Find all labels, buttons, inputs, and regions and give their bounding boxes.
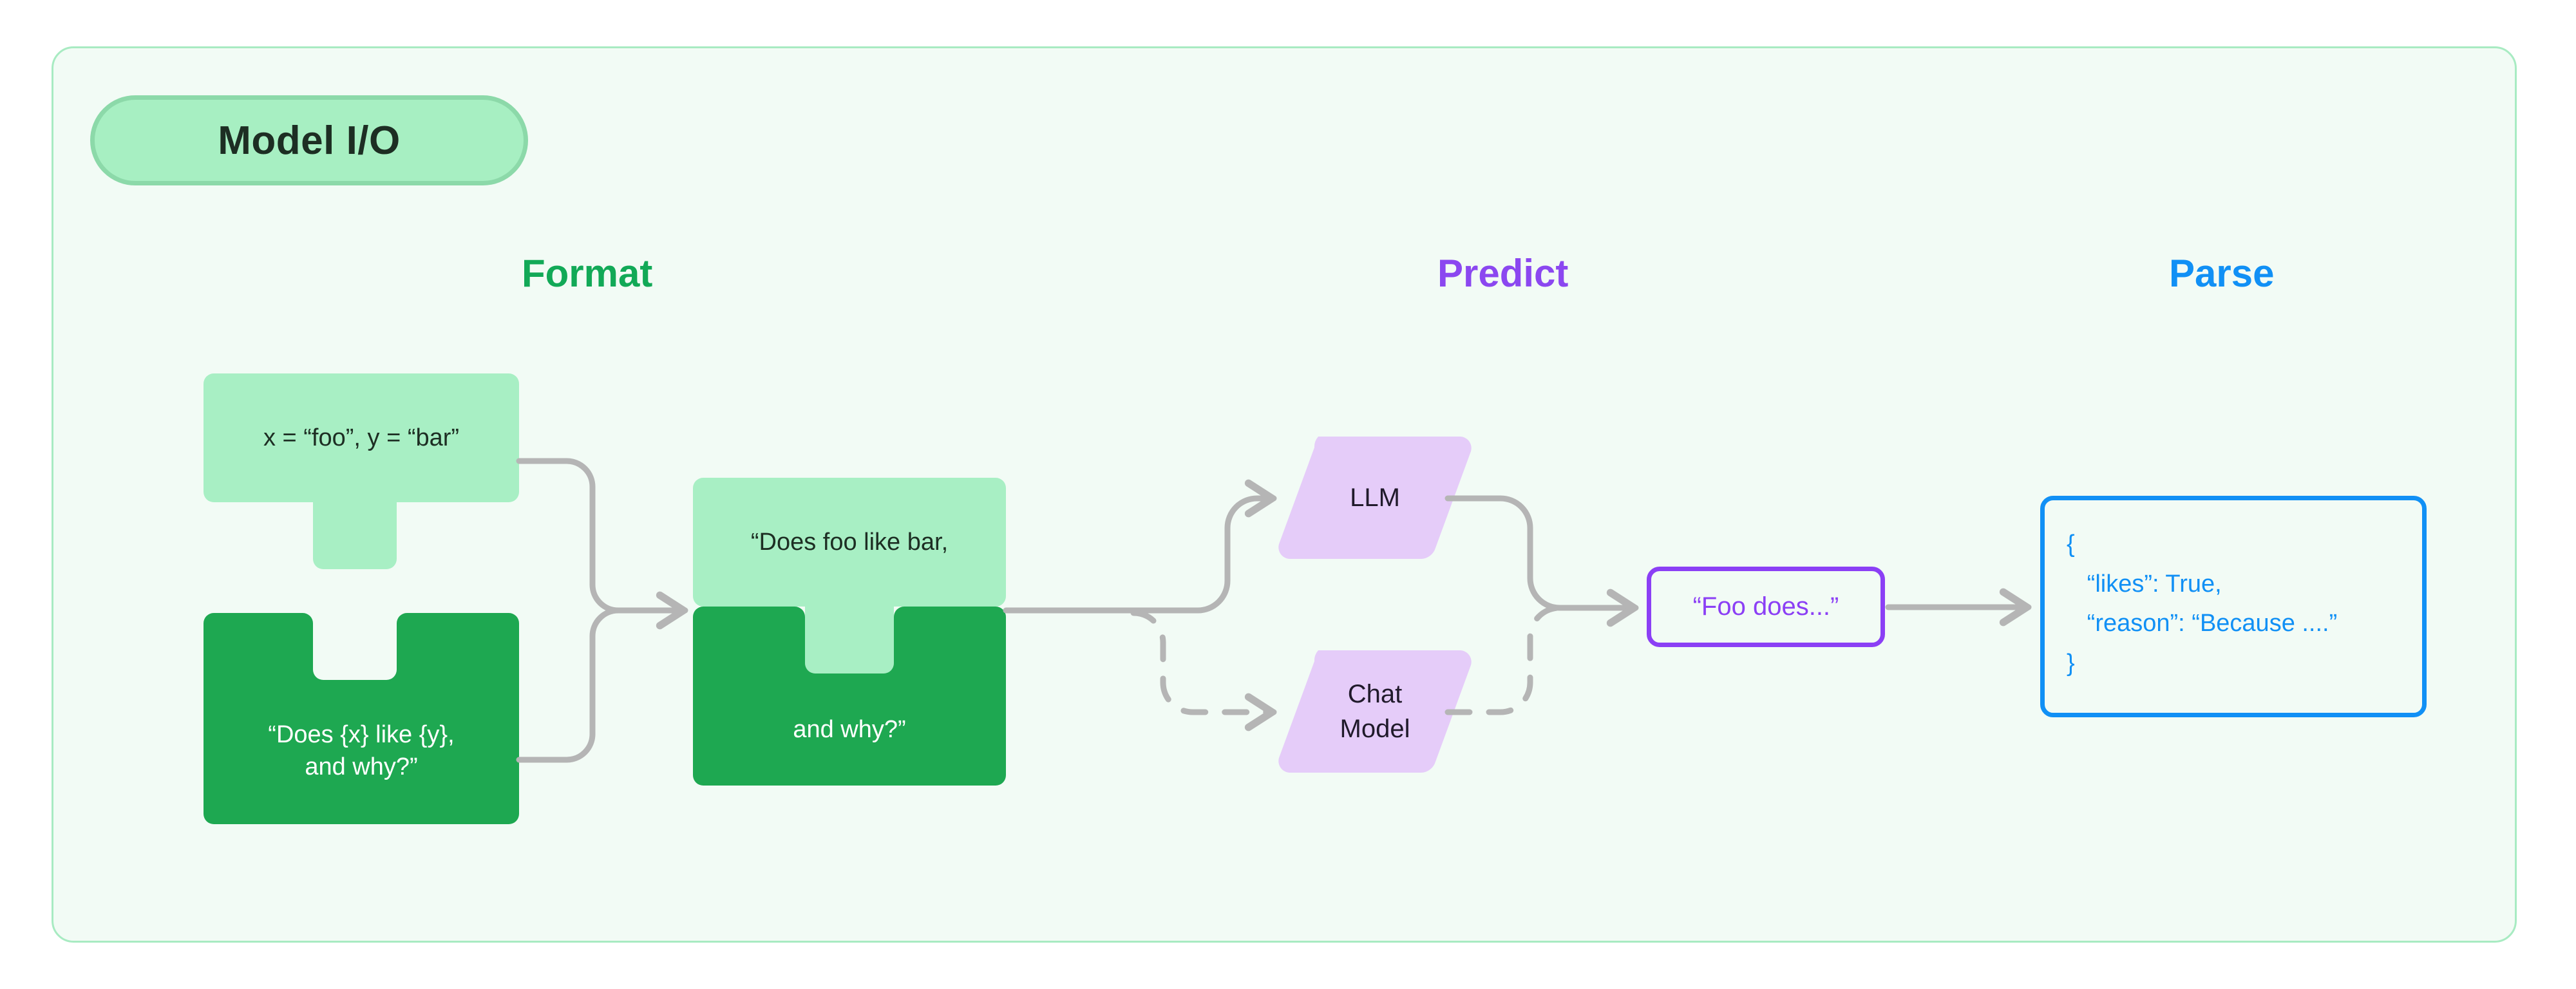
combined-block-bottom-shape — [693, 607, 1006, 786]
json-line: { — [2067, 531, 2075, 558]
model-io-badge: Model I/O — [90, 95, 528, 185]
variables-block-label: x = “foo”, y = “bar” — [263, 424, 460, 451]
combined-block-bottom-label: and why?” — [793, 715, 906, 743]
section-header-parse: Parse — [2169, 252, 2275, 295]
llm-model-label: LLM — [1350, 484, 1400, 512]
combined-block-top-label: “Does foo like bar, — [750, 528, 949, 556]
model-output-text: “Foo does...” — [1692, 592, 1839, 621]
template-block-label: “Does {x} like {y}, and why?” — [268, 721, 455, 780]
json-line: “reason”: “Because ....” — [2067, 610, 2338, 637]
chat-model-label: Chat Model — [1340, 680, 1410, 743]
section-header-format: Format — [522, 252, 653, 295]
template-block-shape — [204, 613, 519, 824]
json-line: “likes”: True, — [2067, 570, 2222, 598]
section-header-predict: Predict — [1437, 252, 1569, 295]
parsed-json-box: { “likes”: True, “reason”: “Because ....… — [2040, 496, 2427, 717]
chat-model-shape — [1278, 650, 1472, 773]
combined-block-top-shape — [693, 478, 1006, 673]
llm-model-shape — [1278, 437, 1472, 559]
variables-block-shape — [204, 373, 519, 569]
json-line: } — [2067, 649, 2075, 677]
model-io-badge-label: Model I/O — [218, 118, 401, 163]
model-output-box: “Foo does...” — [1647, 567, 1885, 647]
